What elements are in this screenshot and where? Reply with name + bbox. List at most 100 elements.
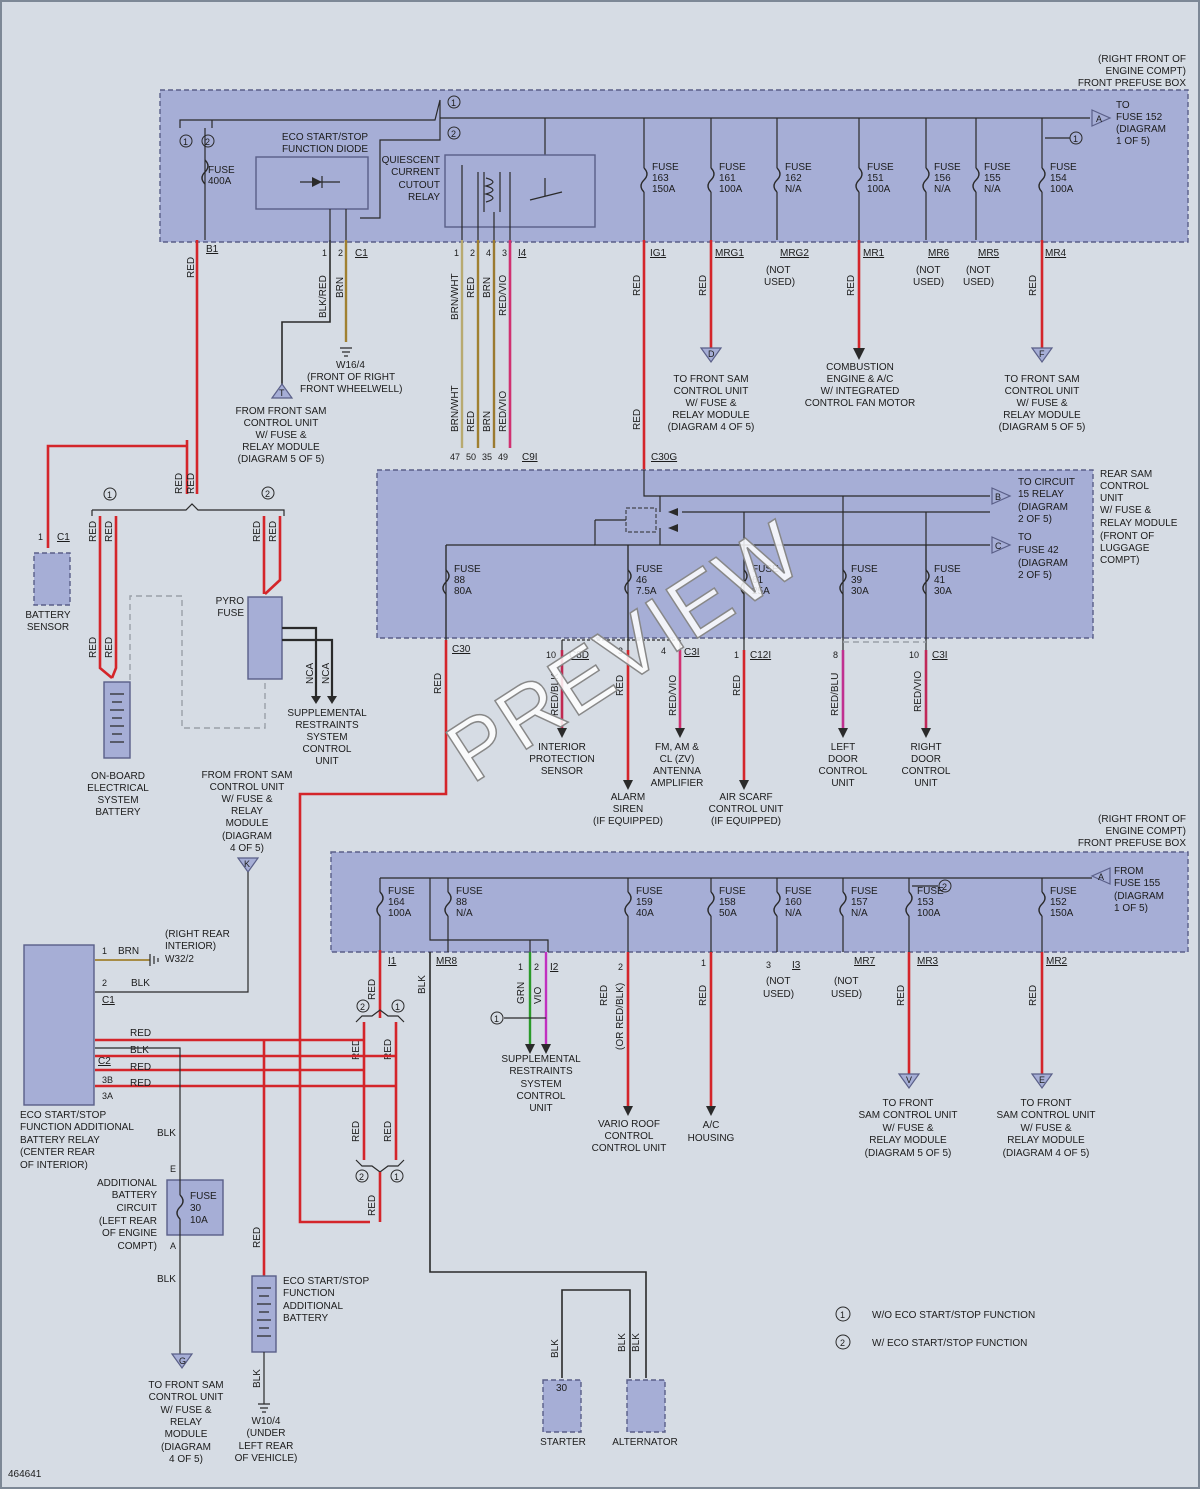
fuse-icon: [922, 569, 930, 595]
top-fuse-label: FUSE: [1050, 162, 1077, 173]
eco-battery-4: BATTERY: [283, 1313, 329, 1324]
wire-label-red: RED: [104, 521, 115, 542]
ground-w10-4: OF VEHICLE): [235, 1453, 298, 1464]
to-circuit-1: TO CIRCUIT: [1018, 477, 1075, 488]
left-door-2: DOOR: [828, 754, 858, 765]
ground-w16-1: W16/4: [336, 360, 365, 371]
wire-label-red: RED: [186, 473, 197, 494]
wire-label-red: RED: [632, 275, 643, 296]
eco-relay-label-1: ECO START/STOP: [20, 1110, 106, 1121]
wire-label-blk: BLK: [417, 975, 428, 994]
ac-housing-2: HOUSING: [688, 1133, 735, 1144]
option-2-marker-icon: [201, 134, 215, 148]
ground-w10-3: LEFT REAR: [239, 1441, 294, 1452]
bottom-fuse-label: 88: [456, 897, 468, 908]
left-battery-section: 1 2 1 C1 BATTERY SENSOR RED RED RED RED …: [25, 486, 367, 818]
pin-1: 1: [734, 650, 739, 660]
to-sam-g-3: W/ FUSE &: [160, 1405, 211, 1416]
mr5-not-used-1: (NOT: [966, 265, 990, 276]
arrow-k-letter: K: [244, 859, 250, 869]
arrow-v-letter: V: [906, 1075, 912, 1085]
vario-3: CONTROL UNIT: [592, 1143, 667, 1154]
fuse-icon: [839, 569, 847, 595]
relay-label-3: CUTOUT: [399, 180, 440, 191]
eco-relay-label-2: FUNCTION ADDITIONAL: [20, 1122, 134, 1133]
option-1-marker-text: 1: [395, 1002, 400, 1012]
rear-fuse-label: 61: [752, 575, 764, 586]
conn-i2: I2: [550, 962, 559, 973]
fuse-icon: [773, 167, 781, 193]
wire-label-blk: BLK: [157, 1274, 176, 1285]
arrow-d-icon: [699, 347, 723, 364]
top-connector-labels: B1 1 2 C1 1 2 4 3 I4 IG1 MRG1 MRG2 MR1 M…: [206, 244, 1067, 288]
relay-pin-2: 2: [102, 978, 107, 988]
to-sam-v-2: SAM CONTROL UNIT: [858, 1110, 957, 1121]
conn-mr4: MR4: [1045, 248, 1067, 259]
wire-label-red: RED: [632, 409, 643, 430]
bottom-fuse-label: FUSE: [917, 886, 944, 897]
rear-fuse-label: 7.5A: [636, 586, 657, 597]
wire-label-red: RED: [383, 1121, 394, 1142]
conn-mr2: MR2: [1046, 956, 1068, 967]
bottom-fuse-label: FUSE: [851, 886, 878, 897]
pyro-fuse-component: [247, 596, 283, 680]
conn-c30g: C30G: [651, 452, 677, 463]
to-circuit-4: 2 OF 5): [1018, 514, 1052, 525]
eco-relay-label-4: (CENTER REAR: [20, 1147, 95, 1158]
vario-2: CONTROL: [605, 1131, 654, 1142]
rear-sam-box: REAR SAM CONTROL UNIT W/ FUSE & RELAY MO…: [376, 469, 1178, 650]
conn-mr7: MR7: [854, 956, 876, 967]
to-sam-v-1: TO FRONT: [883, 1098, 934, 1109]
conn-mrg2: MRG2: [780, 248, 809, 259]
wire-label-red-vio: RED/VIO: [498, 391, 509, 432]
bottom-fuse-label: FUSE: [719, 886, 746, 897]
srs-top-5: UNIT: [315, 756, 338, 767]
vario-1: VARIO ROOF: [598, 1119, 660, 1130]
ground-w10-1: W10/4: [252, 1416, 281, 1427]
to-fuse152-2: FUSE 152: [1116, 112, 1163, 123]
wire-label-red: RED: [698, 985, 709, 1006]
arrow-g-letter: G: [179, 1356, 186, 1366]
relay-coil-icon: [483, 172, 501, 212]
srs-bottom-4: CONTROL: [517, 1091, 566, 1102]
to-fuse42-2: FUSE 42: [1018, 545, 1059, 556]
pin-2a: 2: [534, 962, 539, 972]
arrow-from155-letter: A: [1098, 872, 1104, 882]
rear-sam-title-6: (FRONT OF: [1100, 531, 1154, 542]
relay-label-4: RELAY: [408, 192, 440, 203]
option-1-marker-text: 1: [183, 137, 188, 147]
pyro-label-1: PYRO: [216, 596, 245, 607]
fuse-icon: [707, 167, 715, 193]
wire-label-red-vio: RED/VIO: [913, 671, 924, 712]
rear-sam-title-8: COMPT): [1100, 555, 1139, 566]
wire-label-brn: BRN: [482, 277, 493, 298]
antenna-1: FM, AM &: [655, 742, 699, 753]
starter-component: [542, 1379, 582, 1433]
wire-label-red: RED: [186, 257, 197, 278]
addl-fuse-num: 30: [190, 1203, 202, 1214]
addl-circuit-4: (LEFT REAR: [99, 1216, 157, 1227]
relay-conn-c1: C1: [102, 995, 115, 1006]
to-circuit-2: 15 RELAY: [1018, 489, 1064, 500]
diode-label-2: FUNCTION DIODE: [282, 144, 368, 155]
wire-label-red-or: (OR RED/BLK): [615, 983, 626, 1050]
bottom-connector-labels: I1 MR8 1 2 I2 2 1 3 I3 MR7 MR3 MR2 (NOT …: [388, 956, 1068, 1000]
addl-fuse-rating: 10A: [190, 1215, 208, 1226]
top-fuse-label: 151: [867, 173, 884, 184]
legend-1-icon: [835, 1306, 851, 1322]
option-1-marker-text: 1: [394, 1172, 399, 1182]
conn-c3i-b: C3I: [932, 650, 948, 661]
relay-pin-1: 1: [102, 946, 107, 956]
to-sam-g-1: TO FRONT SAM: [148, 1380, 223, 1391]
wire-label-red-vio: RED/VIO: [668, 675, 679, 716]
onboard-battery-1: ON-BOARD: [91, 771, 145, 782]
bottom-fuse-label: N/A: [851, 908, 868, 919]
addl-pin-a: A: [170, 1241, 176, 1251]
top-prefuse-box: (RIGHT FRONT OF ENGINE COMPT) FRONT PREF…: [159, 54, 1189, 243]
option-2-marker-text: 2: [359, 1172, 364, 1182]
to-sam-g-7: 4 OF 5): [169, 1454, 203, 1465]
right-door-1: RIGHT: [910, 742, 941, 753]
eco-battery-icon: [251, 1275, 277, 1353]
wire-label-red: RED: [466, 277, 477, 298]
srs-bottom-2: RESTRAINTS: [509, 1066, 573, 1077]
